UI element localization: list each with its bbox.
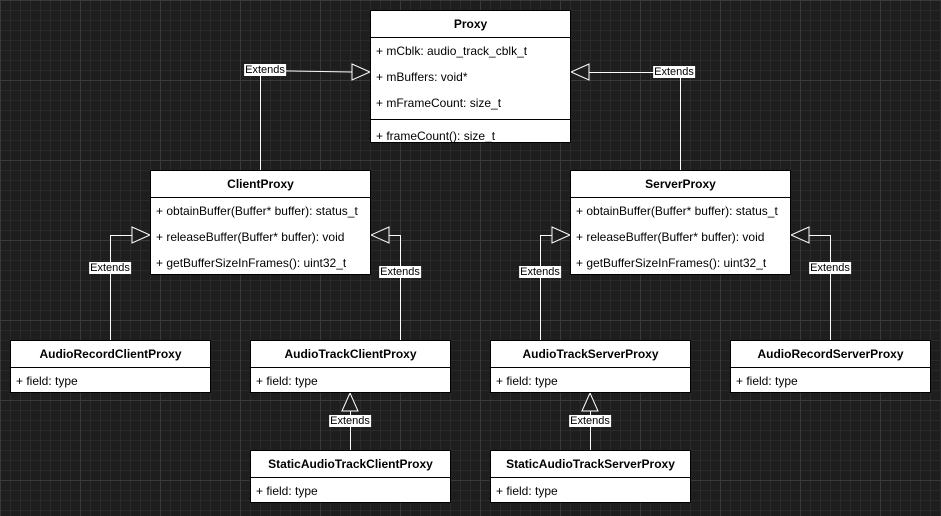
class-method: + frameCount(): size_t: [376, 129, 496, 143]
edge-label-client-to-proxy: Extends: [244, 64, 286, 76]
arrowhead-track-client-to-client: [369, 226, 390, 244]
class-field: + obtainBuffer(Buffer* buffer): status_t: [576, 204, 778, 218]
class-client-proxy[interactable]: ClientProxy + obtainBuffer(Buffer* buffe…: [150, 170, 371, 275]
class-field: + obtainBuffer(Buffer* buffer): status_t: [156, 204, 358, 218]
arrowhead-server-to-proxy: [569, 63, 590, 81]
class-field: + getBufferSizeInFrames(): uint32_t: [576, 256, 767, 270]
class-field: + mBuffers: void*: [376, 70, 468, 84]
arrowhead-static-server-to-track-server: [581, 391, 599, 412]
class-field: + releaseBuffer(Buffer* buffer): void: [156, 230, 345, 244]
edge-label-record-client-to-client: Extends: [89, 262, 131, 274]
edge-record-client-to-client: [110, 235, 132, 340]
class-audio-record-server-proxy[interactable]: AudioRecordServerProxy + field: type: [730, 340, 931, 393]
class-name: AudioTrackClientProxy: [251, 341, 450, 368]
edge-record-server-to-server: [809, 235, 831, 340]
class-name: Proxy: [371, 11, 570, 38]
arrowhead-record-client-to-client: [131, 226, 152, 244]
class-field: + field: type: [496, 374, 558, 388]
class-name: AudioTrackServerProxy: [491, 341, 690, 368]
class-proxy[interactable]: Proxy + mCblk: audio_track_cblk_t + mBuf…: [370, 10, 571, 143]
class-field: + field: type: [256, 484, 318, 498]
edge-label-static-server-to-track-server: Extends: [569, 415, 611, 427]
class-audio-track-client-proxy[interactable]: AudioTrackClientProxy + field: type: [250, 340, 451, 393]
edge-label-track-client-to-client: Extends: [379, 266, 421, 278]
arrowhead-static-client-to-track-client: [341, 391, 359, 412]
edge-label-server-to-proxy: Extends: [653, 66, 695, 78]
edge-client-to-proxy: [260, 69, 353, 170]
class-field: + field: type: [496, 484, 558, 498]
arrowhead-client-to-proxy: [351, 63, 372, 81]
class-name: ClientProxy: [151, 171, 370, 198]
class-field: + releaseBuffer(Buffer* buffer): void: [576, 230, 765, 244]
class-name: StaticAudioTrackServerProxy: [491, 451, 690, 478]
class-audio-record-client-proxy[interactable]: AudioRecordClientProxy + field: type: [10, 340, 211, 393]
edge-label-record-server-to-server: Extends: [809, 262, 851, 274]
edge-track-server-to-server: [540, 235, 552, 340]
class-field: + mCblk: audio_track_cblk_t: [376, 44, 528, 58]
class-field: + field: type: [16, 374, 78, 388]
class-name: AudioRecordServerProxy: [731, 341, 930, 368]
class-name: StaticAudioTrackClientProxy: [251, 451, 450, 478]
class-divider: [371, 119, 570, 120]
arrowhead-record-server-to-server: [789, 226, 810, 244]
class-server-proxy[interactable]: ServerProxy + obtainBuffer(Buffer* buffe…: [570, 170, 791, 275]
class-field: + field: type: [256, 374, 318, 388]
arrowhead-track-server-to-server: [551, 226, 572, 244]
class-field: + field: type: [736, 374, 798, 388]
class-audio-track-server-proxy[interactable]: AudioTrackServerProxy + field: type: [490, 340, 691, 393]
class-name: ServerProxy: [571, 171, 790, 198]
class-static-audio-track-server-proxy[interactable]: StaticAudioTrackServerProxy + field: typ…: [490, 450, 691, 503]
class-field: + mFrameCount: size_t: [376, 96, 502, 110]
class-static-audio-track-client-proxy[interactable]: StaticAudioTrackClientProxy + field: typ…: [250, 450, 451, 503]
edge-label-static-client-to-track-client: Extends: [329, 415, 371, 427]
edge-track-client-to-client: [389, 235, 401, 340]
edge-label-track-server-to-server: Extends: [519, 266, 561, 278]
class-field: + getBufferSizeInFrames(): uint32_t: [156, 256, 347, 270]
edge-server-to-proxy: [589, 72, 681, 170]
class-name: AudioRecordClientProxy: [11, 341, 210, 368]
